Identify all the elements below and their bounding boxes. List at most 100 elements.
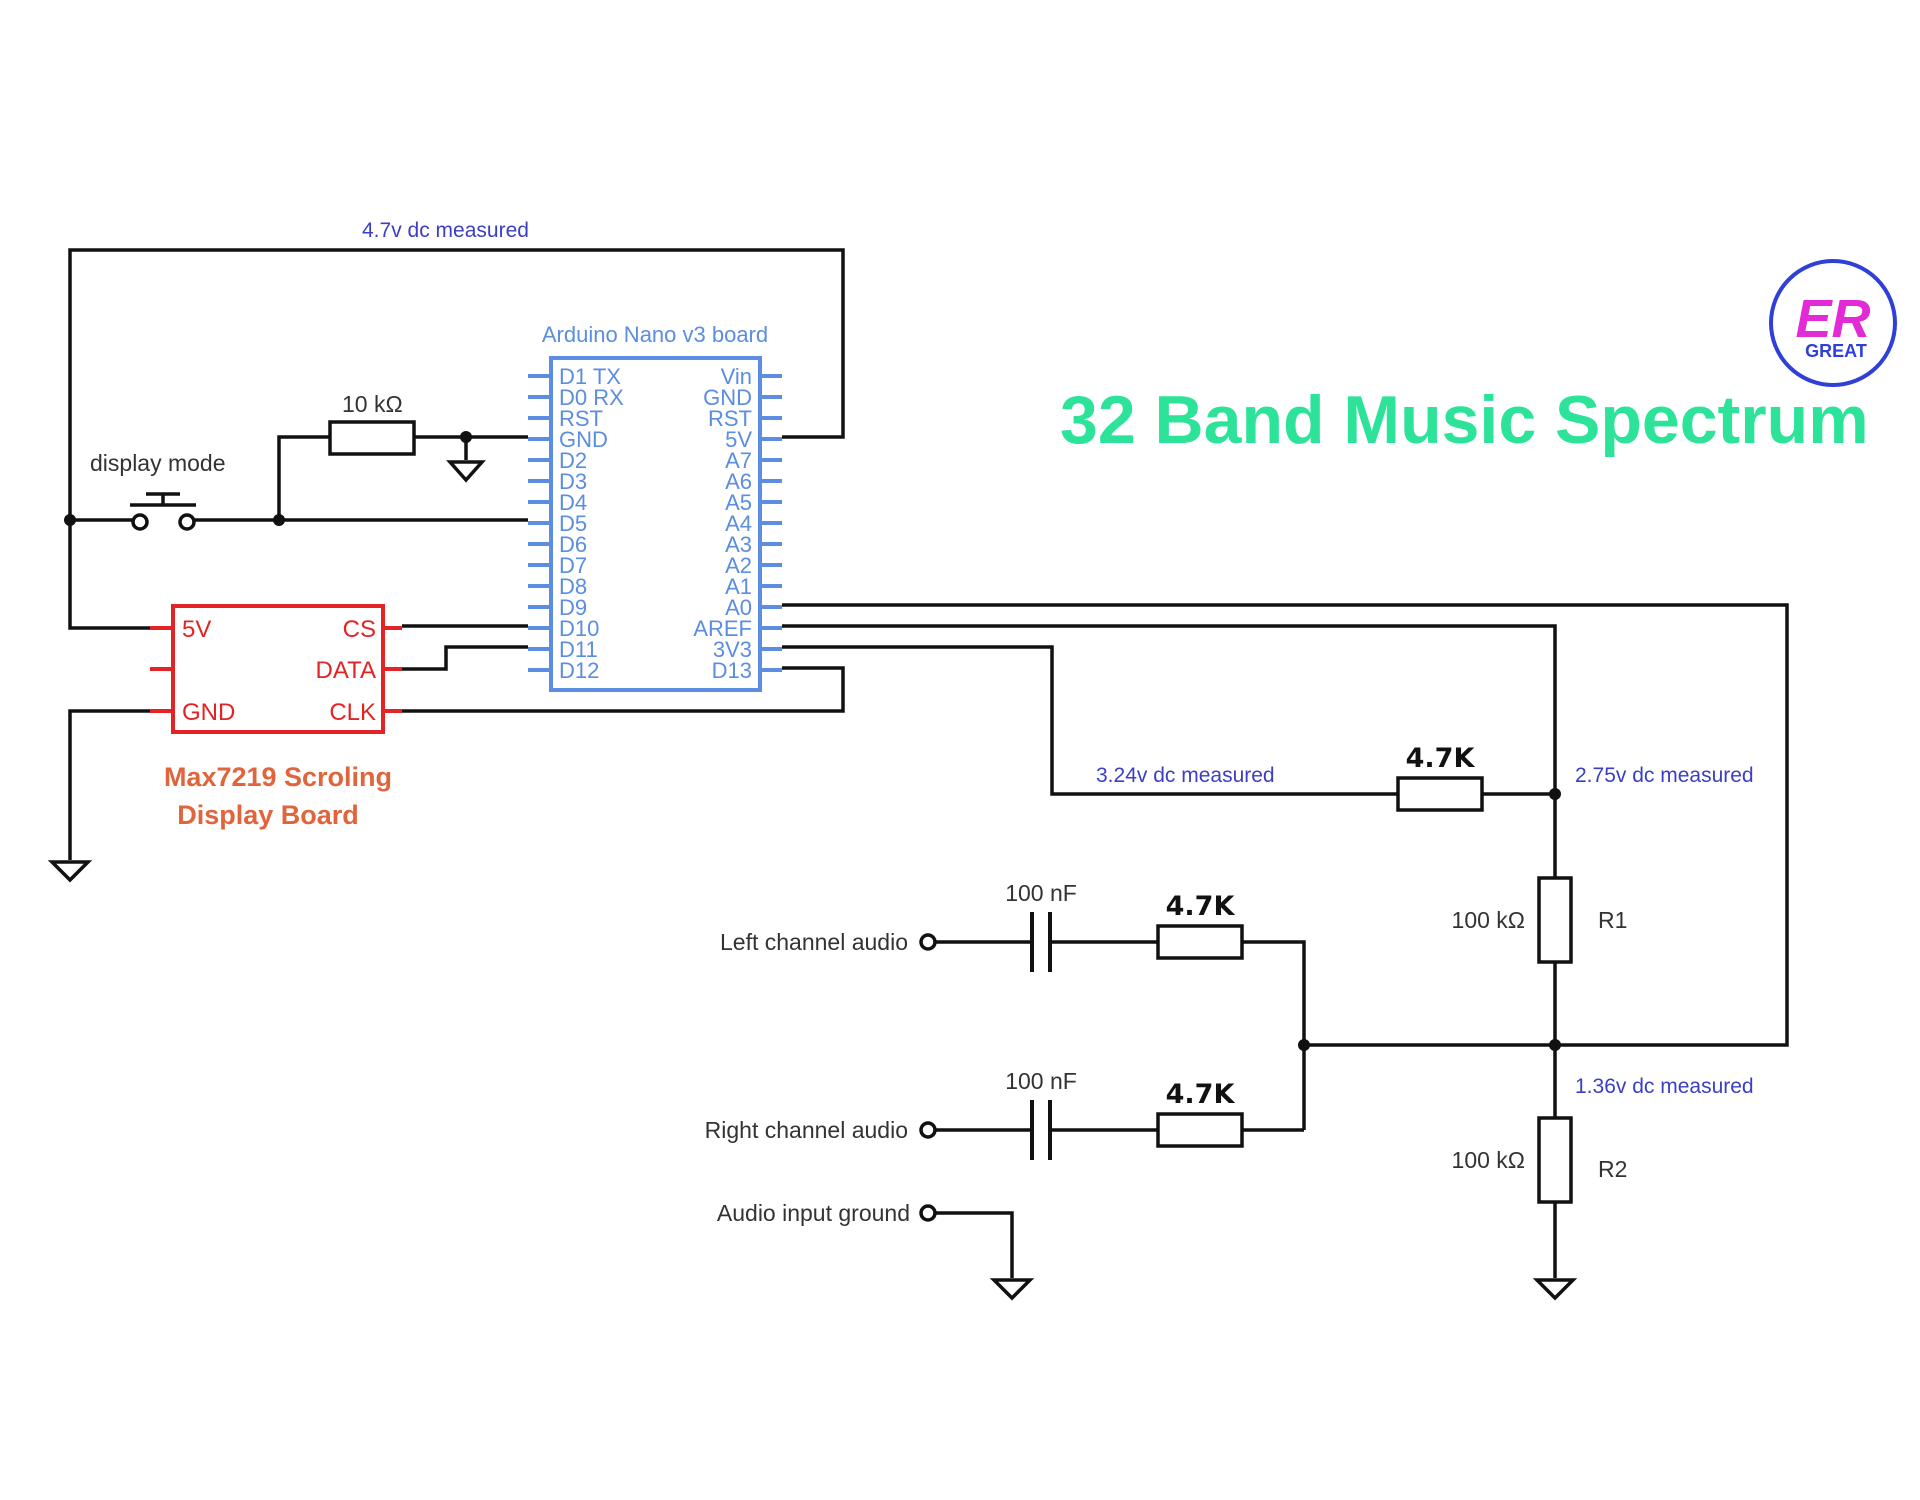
arduino-pin-label-right-a7: A7 (725, 448, 752, 473)
er-great-logo: ER GREAT (1769, 259, 1897, 387)
wire-d5-pulldown (277, 435, 330, 520)
resistor-10k (328, 420, 416, 456)
wire-data-d11 (402, 645, 528, 671)
max7219-display-board: 5V GND CS DATA CLK (150, 604, 402, 734)
arduino-pin-label-left-d11: D11 (559, 637, 598, 662)
resistor-4-7k-left-label: 4.7K (1166, 891, 1236, 922)
arduino-pin-label-right-3v3: 3V3 (713, 637, 752, 662)
diagram-title: 32 Band Music Spectrum (1060, 382, 1869, 458)
terminal-right-audio (919, 1121, 937, 1139)
ground-icon-audio (989, 1278, 1035, 1301)
arduino-pin-label-right-a4: A4 (725, 511, 752, 536)
resistor-r1 (1537, 876, 1573, 964)
display-pin-gnd: GND (182, 699, 235, 726)
arduino-pin-label-right-5v: 5V (725, 427, 752, 452)
resistor-10k-label: 10 kΩ (342, 391, 403, 417)
resistors (328, 420, 1573, 1204)
junction-mid-node (1549, 1039, 1561, 1051)
arduino-pin-label-right-a0: A0 (725, 595, 752, 620)
arduino-pin-label-right-aref: AREF (693, 616, 752, 641)
arduino-board-label: Arduino Nano v3 board (542, 322, 768, 347)
arduino-pin-label-right-a5: A5 (725, 490, 752, 515)
r1-value-label: 100 kΩ (1452, 907, 1525, 933)
junction-gnd-pulldown (460, 431, 472, 443)
arduino-pin-label-left-d4: D4 (559, 490, 587, 515)
measure-top-label: 4.7v dc measured (362, 219, 529, 242)
arduino-pin-label-left-d0-rx: D0 RX (559, 385, 624, 410)
resistor-r2 (1537, 1116, 1573, 1204)
capacitor-left-label: 100 nF (1005, 880, 1077, 906)
capacitor-right (1030, 1100, 1052, 1160)
resistor-4-7k-top-label: 4.7K (1406, 743, 1476, 774)
resistor-4-7k-left (1156, 924, 1244, 960)
display-pin-clk: CLK (329, 699, 376, 726)
ground-symbols (47, 460, 1578, 1301)
logo-main-text: ER (1795, 289, 1870, 349)
arduino-pin-label-right-gnd: GND (703, 385, 752, 410)
arduino-pin-label-right-rst: RST (708, 406, 752, 431)
display-caption-line1: Max7219 Scroling (164, 762, 392, 792)
resistor-4-7k-right-label: 4.7K (1166, 1079, 1236, 1110)
wire-a0-loop (782, 603, 1789, 1047)
arduino-pin-label-right-a3: A3 (725, 532, 752, 557)
arduino-pin-label-left-d1-tx: D1 TX (559, 364, 621, 389)
ground-icon-divider (1532, 1278, 1578, 1301)
wire-audio-gnd (936, 1211, 1014, 1278)
r1-name-label: R1 (1598, 907, 1627, 933)
wire-5v-loop (68, 248, 845, 630)
ground-icon-display (47, 860, 93, 883)
arduino-pin-label-left-rst: RST (559, 406, 603, 431)
junction-mix (1298, 1039, 1310, 1051)
arduino-pin-label-left-d12: D12 (559, 658, 599, 683)
display-pin-cs: CS (343, 616, 376, 643)
resistor-4-7k-top (1396, 776, 1484, 812)
display-caption-line2: Display Board (177, 800, 359, 830)
measure-3v3-label: 3.24v dc measured (1096, 764, 1275, 787)
junction-left-rail (64, 514, 76, 526)
arduino-pin-label-right-a2: A2 (725, 553, 752, 578)
ground-icon-pulldown (446, 460, 486, 483)
arduino-pin-label-left-d10: D10 (559, 616, 599, 641)
capacitor-left (1030, 912, 1052, 972)
arduino-pin-label-left-d2: D2 (559, 448, 587, 473)
arduino-pin-label-left-d6: D6 (559, 532, 587, 557)
arduino-pin-label-left-d9: D9 (559, 595, 587, 620)
arduino-pin-label-right-d13: D13 (712, 658, 752, 683)
arduino-pin-label-left-d8: D8 (559, 574, 587, 599)
measure-aref-label: 2.75v dc measured (1575, 764, 1754, 787)
wire-left-mix (1242, 940, 1306, 1130)
display-mode-button (130, 492, 196, 531)
audio-ground-label: Audio input ground (717, 1200, 910, 1226)
display-pin-5v: 5V (182, 616, 211, 643)
display-pin-data: DATA (316, 657, 376, 684)
terminal-audio-ground (919, 1204, 937, 1222)
junction-d5 (273, 514, 285, 526)
arduino-pin-label-left-gnd: GND (559, 427, 608, 452)
wire-3v3 (782, 645, 1398, 796)
junction-aref-node (1549, 788, 1561, 800)
measure-mid-label: 1.36v dc measured (1575, 1075, 1754, 1098)
wire-clk-d13 (402, 666, 845, 713)
resistor-4-7k-right (1156, 1112, 1244, 1148)
r2-value-label: 100 kΩ (1452, 1147, 1525, 1173)
arduino-pin-label-right-a1: A1 (725, 574, 752, 599)
arduino-pin-label-right-vin: Vin (721, 364, 752, 389)
wire-display-gnd (68, 709, 150, 860)
right-audio-label: Right channel audio (705, 1117, 908, 1143)
display-mode-label: display mode (90, 450, 226, 476)
arduino-pin-label-right-a6: A6 (725, 469, 752, 494)
arduino-body (549, 356, 762, 692)
audio-terminals (919, 933, 937, 1222)
capacitor-right-label: 100 nF (1005, 1068, 1077, 1094)
arduino-pin-label-left-d5: D5 (559, 511, 587, 536)
junctions (64, 431, 1561, 1051)
arduino-pin-label-left-d7: D7 (559, 553, 587, 578)
arduino-pin-label-left-d3: D3 (559, 469, 587, 494)
left-audio-label: Left channel audio (720, 929, 908, 955)
logo-sub-text: GREAT (1805, 341, 1867, 361)
r2-name-label: R2 (1598, 1156, 1627, 1182)
terminal-left-audio (919, 933, 937, 951)
